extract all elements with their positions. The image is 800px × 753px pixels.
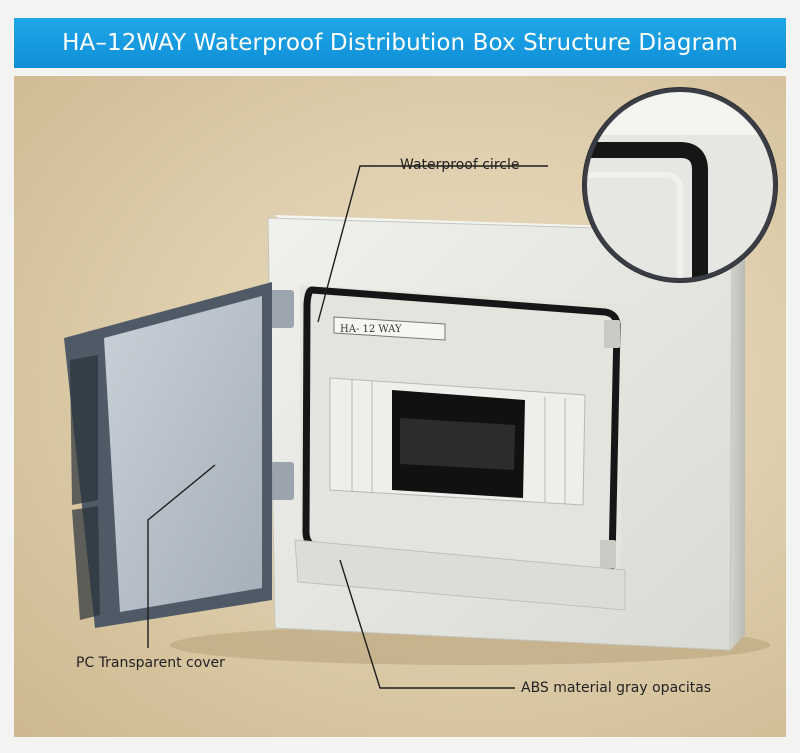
callout-pc-cover: PC Transparent cover [76, 655, 225, 671]
callout-waterproof-circle: Waterproof circle [400, 157, 520, 173]
latch-top [604, 320, 620, 348]
din-rail [400, 418, 515, 470]
leader-abs-material [339, 559, 515, 689]
distribution-box-illustration: HA- 12 WAY [64, 87, 778, 689]
hinge-top [268, 290, 294, 328]
hinge-bottom [268, 462, 294, 500]
diagram-title: HA–12WAY Waterproof Distribution Box Str… [62, 30, 738, 56]
nameplate-text: HA- 12 WAY [340, 324, 402, 335]
lower-skirt [294, 539, 626, 611]
product-photo: HA- 12 WAY [14, 76, 786, 737]
nameplate [333, 316, 446, 341]
leader-waterproof-circle [317, 165, 548, 323]
callout-abs-material: ABS material gray opacitas [521, 680, 712, 696]
title-bar: HA–12WAY Waterproof Distribution Box Str… [14, 18, 786, 68]
pc-cover-pane [104, 296, 262, 612]
inset-border [583, 88, 777, 282]
box-side [730, 230, 745, 650]
pc-cover-edge [70, 355, 98, 505]
leader-pc-cover [147, 464, 216, 648]
latch-bottom [600, 540, 616, 568]
seal-closeup-inset [582, 87, 778, 283]
pc-cover-edge [72, 506, 100, 620]
